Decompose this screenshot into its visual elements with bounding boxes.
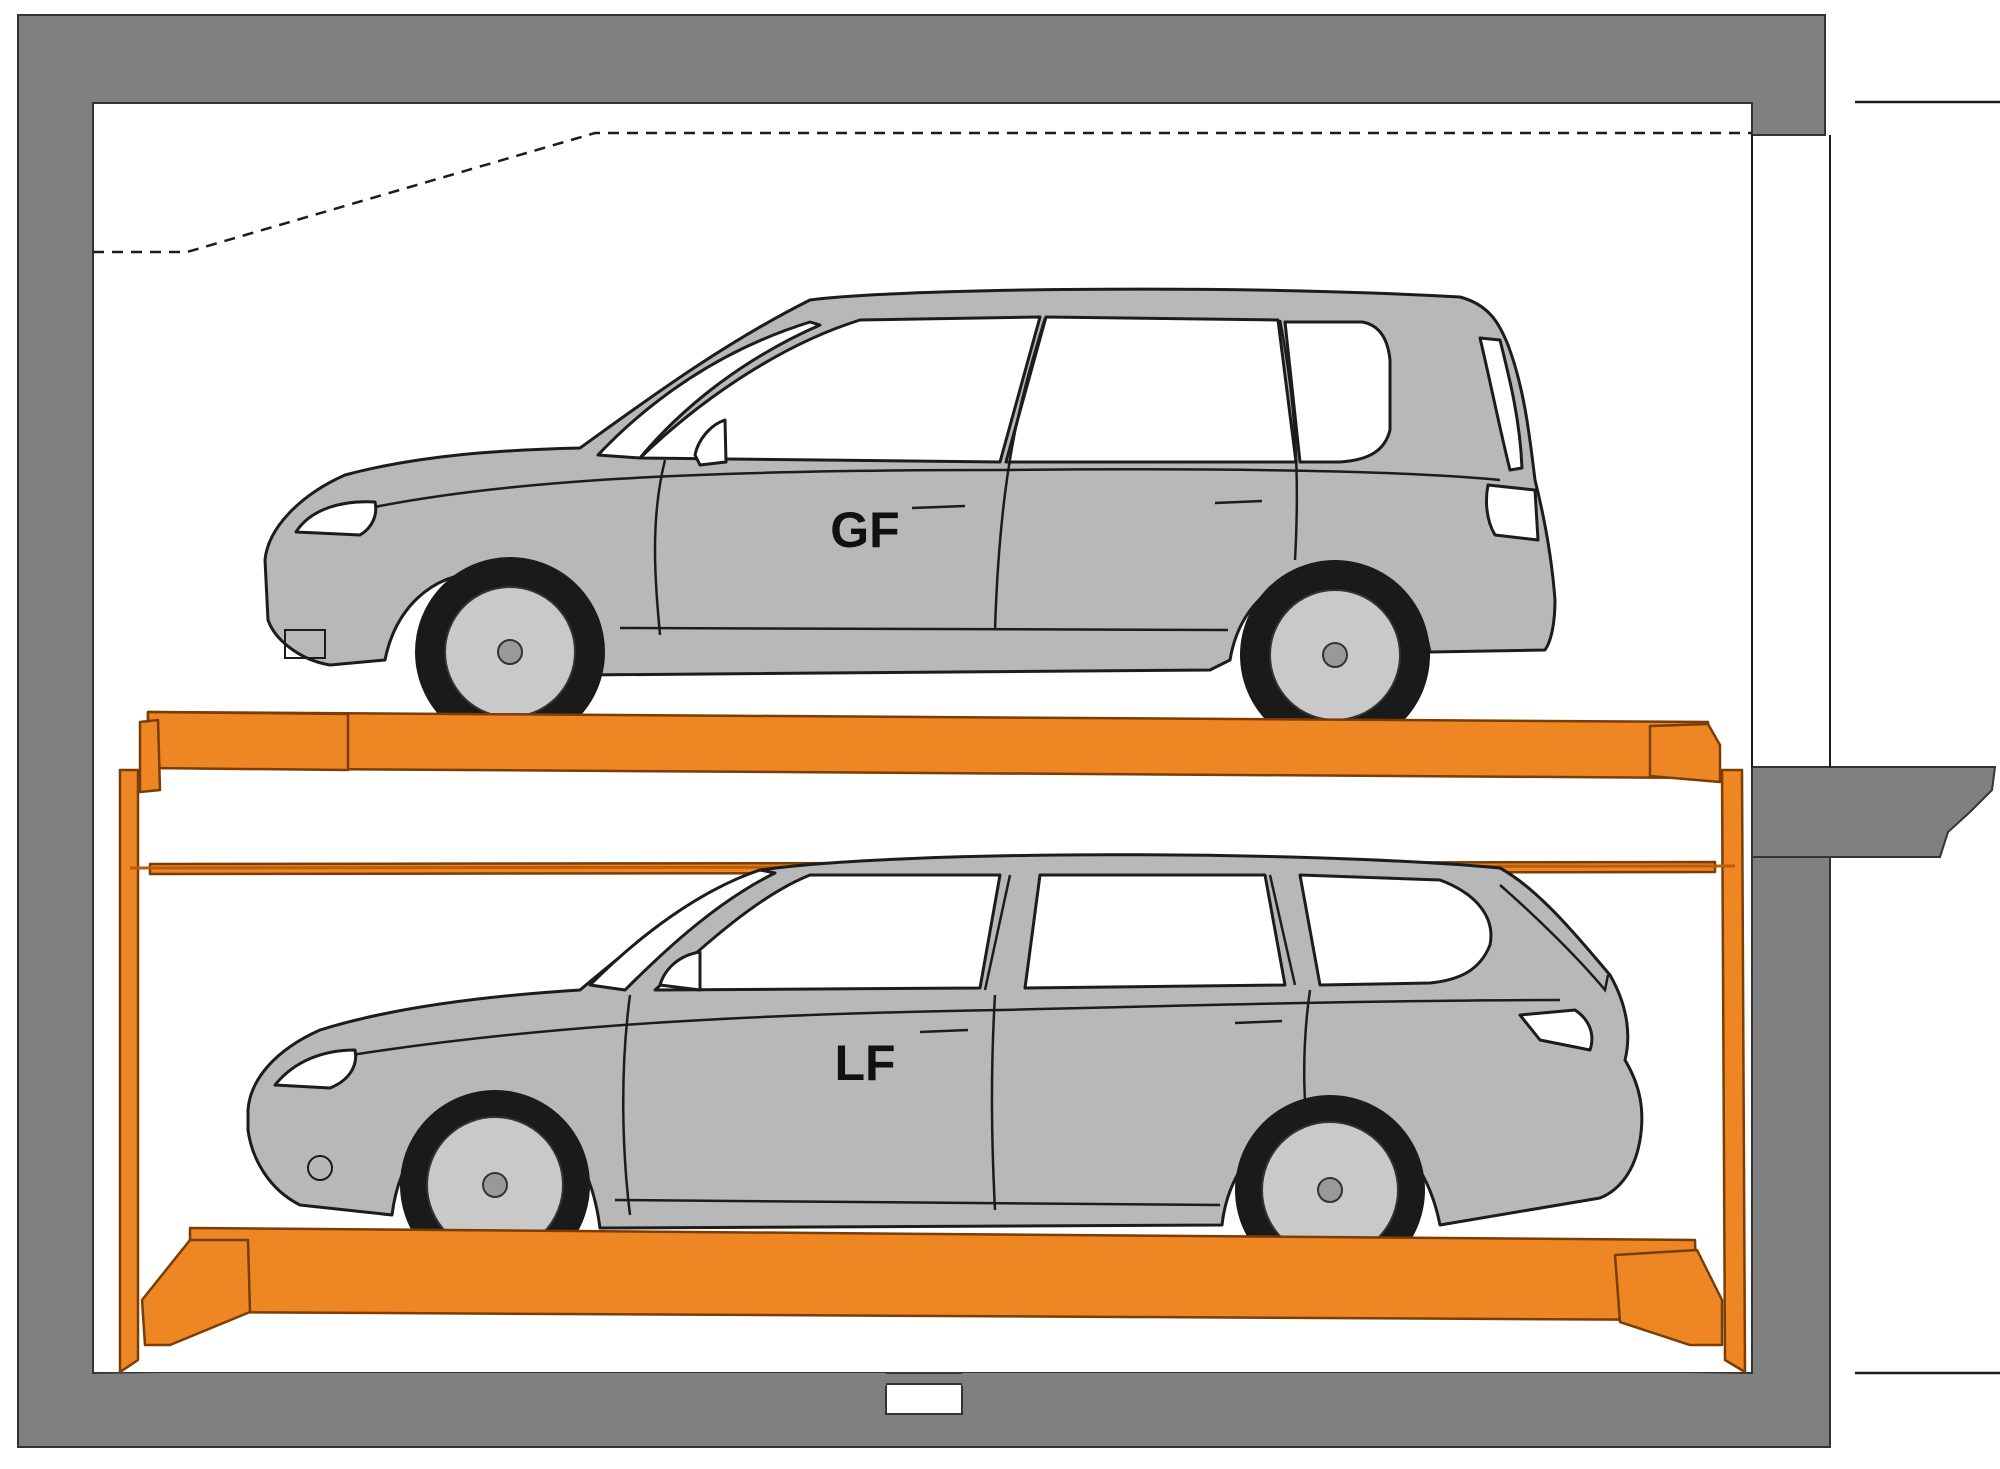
ceiling-clearance-dashed-line (93, 131, 1752, 254)
right-post (1720, 768, 1747, 1374)
upper-platform-rear-bracket (1648, 722, 1722, 784)
upper-platform-deck (146, 710, 1712, 780)
upper-car-sill (619, 626, 1229, 632)
upper-car-fog-light (284, 629, 326, 659)
lower-platform-front-brace (140, 1238, 252, 1347)
upper-platform (138, 710, 1722, 794)
lower-car-windshield (588, 868, 777, 992)
upper-car-window-front (638, 315, 1042, 464)
upper-car-door-handle-rear (1214, 499, 1263, 505)
lower-platform-deck (188, 1226, 1699, 1322)
upper-platform-label: GF (830, 502, 899, 558)
upper-platform-front-bracket (138, 718, 162, 794)
lower-platform-rear-brace (1613, 1248, 1724, 1347)
lower-car-pillar-c (1268, 874, 1297, 986)
upper-car-windshield (596, 320, 822, 460)
lower-platform (140, 1226, 1724, 1347)
lower-car-sill (614, 1198, 1221, 1207)
lower-car-door-handle-rear (1234, 1019, 1283, 1025)
upper-car: GF (263, 287, 1557, 750)
upper-car-rear-light-glass (1478, 336, 1524, 472)
lower-car-front-door-line (621, 994, 632, 1216)
garage-structure (17, 14, 2000, 1448)
upper-car-beltline (359, 468, 1501, 512)
lower-car-window-middle (1023, 873, 1287, 990)
upper-car-mirror (693, 418, 728, 467)
upper-car-window-rear (1283, 320, 1392, 464)
left-post (118, 768, 140, 1374)
upper-car-front-wheel (415, 557, 605, 747)
lower-car-tail-light (1518, 1008, 1594, 1052)
upper-car-headlight (294, 500, 378, 537)
upper-car-tail-light (1485, 483, 1540, 542)
adjacent-slab (1751, 766, 1997, 858)
lower-car-mirror (658, 950, 702, 992)
lower-car-window-rear (1298, 873, 1493, 987)
upper-car-door-line-1 (993, 317, 1047, 631)
lower-car-beltline (319, 998, 1561, 1062)
floor-pit (885, 1383, 963, 1415)
lower-car: LF (246, 853, 1644, 1285)
upper-car-door-handle-front (911, 504, 966, 510)
upper-car-rear-wheel (1240, 560, 1430, 750)
floor-surface (93, 1373, 1752, 1386)
upper-car-window-middle (1004, 315, 1298, 464)
lower-car-spoiler (1499, 884, 1610, 993)
lower-car-pillar-b (983, 874, 1012, 991)
upper-car-front-door-line (653, 459, 667, 636)
lower-platform-label: LF (834, 1035, 895, 1091)
lower-car-headlight (273, 1048, 358, 1090)
upper-car-door-line-2 (1278, 319, 1299, 561)
lower-car-fog-light (307, 1155, 333, 1181)
lower-car-door-line-1 (990, 994, 997, 1211)
upper-platform-front-step (146, 710, 350, 772)
lower-car-door-handle-front (919, 1028, 969, 1034)
